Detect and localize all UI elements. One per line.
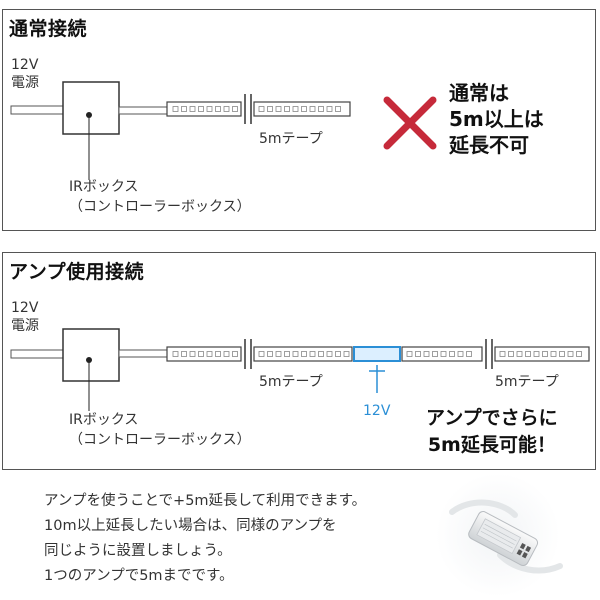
led-chip: [499, 351, 506, 357]
ir-box: [62, 81, 120, 135]
extension-callout: アンプでさらに 5m延長可能！: [426, 407, 558, 456]
amp-ir-box-sublabel: （コントローラーボックス）: [69, 432, 251, 448]
normal-connection-title: 通常接続: [9, 18, 88, 40]
amplifier-icon: [353, 346, 401, 393]
led-tape-second: [401, 339, 590, 369]
no-extension-warning: 通常は 5m以上は 延長不可: [449, 81, 544, 157]
led-chip: [206, 106, 213, 112]
amp-connection-diagram: [10, 328, 590, 411]
led-chip: [215, 106, 221, 112]
footer-line: 同じように設置しましょう。: [44, 543, 232, 559]
not-allowed-cross-icon: [383, 96, 437, 150]
led-chip: [284, 106, 290, 112]
led-chip: [232, 106, 238, 112]
led-chip: [292, 351, 299, 357]
led-chip: [559, 351, 565, 357]
led-chip: [284, 351, 290, 357]
led-chip: [189, 351, 196, 357]
led-chip: [301, 106, 307, 112]
led-chip: [309, 106, 316, 112]
led-chip: [335, 351, 341, 357]
footer-line: アンプを使うことで+5m延長して利用できます。: [44, 493, 367, 509]
led-chip: [172, 106, 179, 112]
amp-voltage-label: 12V: [363, 403, 391, 419]
led-chip: [189, 106, 196, 112]
ir-box-sublabel: （コントローラーボックス）: [69, 199, 251, 215]
amp-connection-title: アンプ使用接続: [9, 261, 145, 283]
led-chip: [215, 351, 221, 357]
led-chip: [466, 351, 472, 357]
power-cable: [10, 105, 64, 115]
led-chip: [223, 106, 230, 112]
led-chip: [449, 351, 455, 357]
amp-power-cable: [10, 349, 64, 359]
led-chip: [172, 351, 179, 357]
ir-box-label: IRボックス: [69, 179, 139, 195]
led-chip: [318, 106, 324, 112]
normal-connection-diagram: [10, 81, 437, 180]
led-tape-first: [166, 339, 353, 369]
led-chip: [318, 351, 324, 357]
led-chip: [267, 106, 273, 112]
led-chip: [335, 106, 341, 112]
led-chip: [516, 351, 523, 357]
led-chip: [542, 351, 548, 357]
amp-ir-box-label: IRボックス: [69, 412, 139, 428]
led-chip: [440, 351, 447, 357]
led-chip: [181, 106, 187, 112]
led-chip: [415, 351, 421, 357]
led-chip: [258, 106, 265, 112]
footer-line: 10m以上延長したい場合は、同様のアンプを: [44, 518, 337, 534]
led-chip: [309, 351, 316, 357]
led-chip: [198, 106, 204, 112]
led-chip: [567, 351, 574, 357]
led-chip: [275, 106, 282, 112]
led-chip: [275, 351, 282, 357]
led-chip: [258, 351, 265, 357]
led-chip: [223, 351, 230, 357]
led-chip: [343, 351, 350, 357]
amp-ir-box: [62, 328, 120, 382]
led-chip: [423, 351, 430, 357]
led-chip: [301, 351, 307, 357]
led-chip: [457, 351, 464, 357]
amp-box-to-tape-cable: [118, 349, 168, 358]
footer-line: 1つのアンプで5mまでです。: [44, 568, 234, 584]
led-chip: [198, 351, 204, 357]
led-chip: [181, 351, 187, 357]
tape-length-label: 5mテープ: [259, 131, 323, 147]
led-chip: [292, 106, 299, 112]
led-chip: [550, 351, 557, 357]
led-chip: [326, 106, 333, 112]
led-chip: [533, 351, 540, 357]
led-chip: [206, 351, 213, 357]
first-tape-length-label: 5mテープ: [259, 374, 323, 390]
led-chip: [432, 351, 438, 357]
box-to-tape-cable: [118, 106, 168, 115]
led-chip: [576, 351, 582, 357]
led-chip: [525, 351, 531, 357]
led-chip: [326, 351, 333, 357]
led-chip: [267, 351, 273, 357]
led-chip: [406, 351, 413, 357]
amp-power-source-label: 12V 電源: [11, 300, 39, 334]
led-tape: [166, 94, 351, 124]
footer-description: アンプを使うことで+5m延長して利用できます。 10m以上延長したい場合は、同様…: [44, 489, 366, 589]
led-chip: [508, 351, 514, 357]
led-chip: [232, 351, 238, 357]
normal-connection-panel: 通常接続 12V 電源 5mテープ IRボックス （コントローラーボックス） 通…: [2, 9, 596, 231]
second-tape-length-label: 5mテープ: [495, 374, 559, 390]
amp-connection-panel: アンプ使用接続 12V 電源: [2, 252, 596, 470]
power-source-label: 12V 電源: [11, 57, 39, 91]
